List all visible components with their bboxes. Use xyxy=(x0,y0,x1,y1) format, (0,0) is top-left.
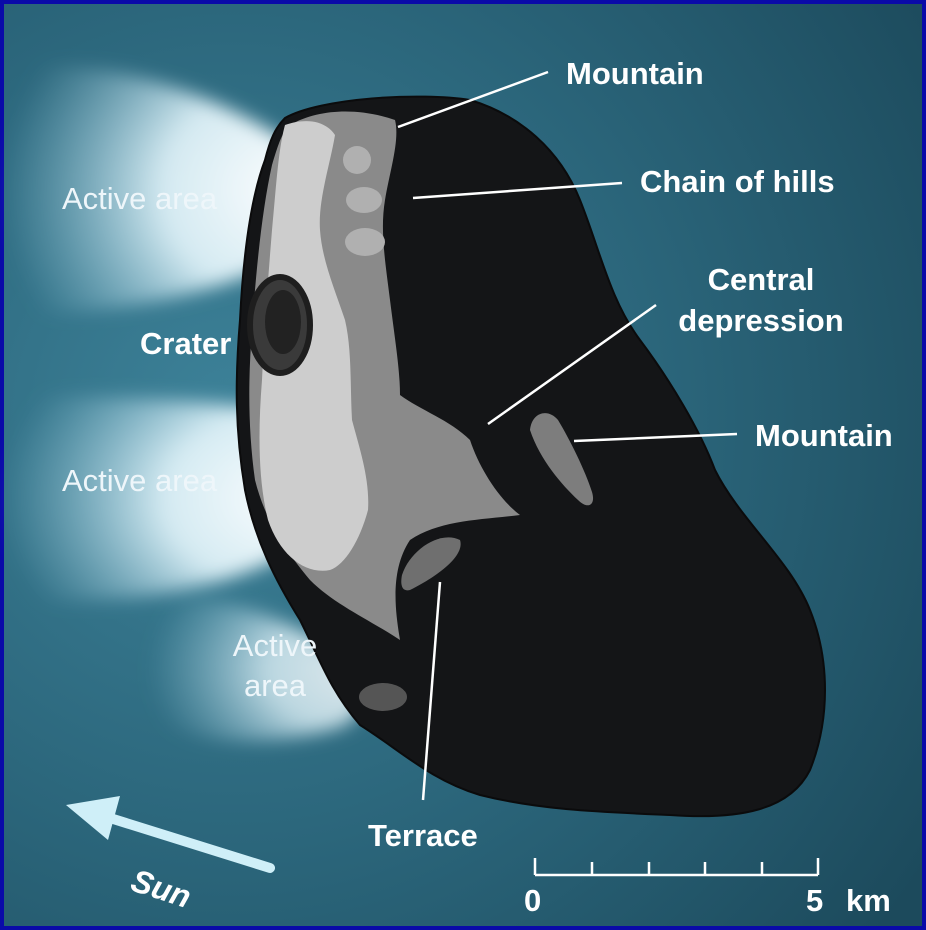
label-active-area-bottom-line2: area xyxy=(220,668,330,704)
label-active-area-bottom-line1: Active xyxy=(220,628,330,664)
label-active-area-top: Active area xyxy=(62,181,217,217)
label-mountain-top: Mountain xyxy=(566,56,704,92)
scale-label-end: 5 xyxy=(806,883,823,919)
bottom-active-spot xyxy=(359,683,407,711)
scale-label-start: 0 xyxy=(524,883,541,919)
label-active-area-middle: Active area xyxy=(62,463,217,499)
label-terrace: Terrace xyxy=(368,818,478,854)
label-central-depression-line1: Central xyxy=(676,262,846,298)
label-crater: Crater xyxy=(140,326,231,362)
label-chain-of-hills: Chain of hills xyxy=(640,164,835,200)
label-mountain-right: Mountain xyxy=(755,418,893,454)
crater-floor xyxy=(265,290,301,354)
label-central-depression-line2: depression xyxy=(676,303,846,339)
scale-unit: km xyxy=(846,883,891,919)
